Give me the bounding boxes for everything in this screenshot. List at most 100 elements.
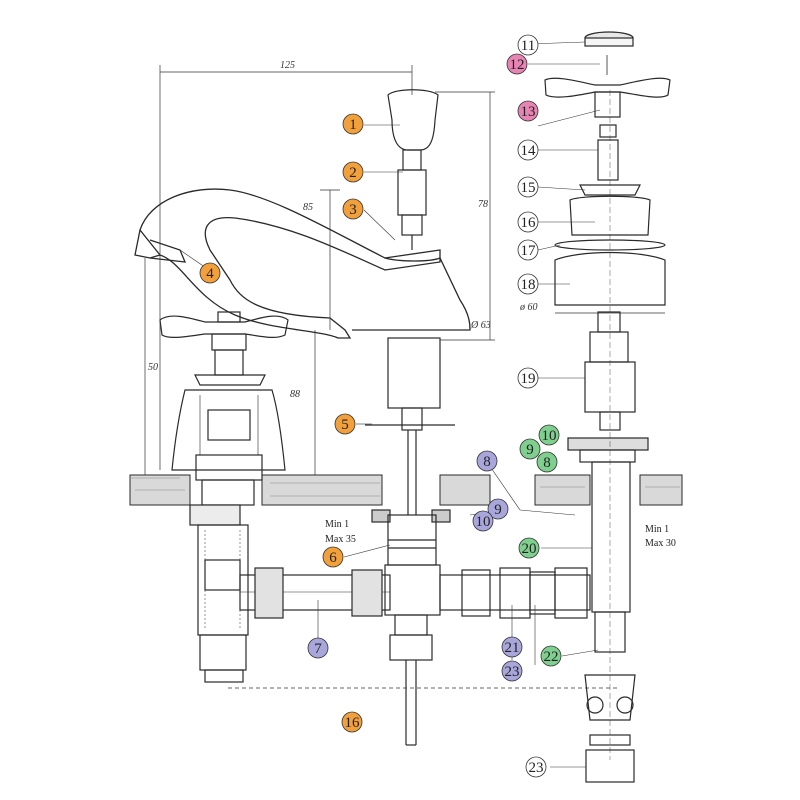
callout-circle [322, 546, 344, 568]
callout-circle [517, 100, 539, 122]
callout-circle [538, 424, 560, 446]
callout-circle [525, 756, 547, 778]
callout-number: 4 [206, 266, 214, 282]
callout-c7: 7 [307, 637, 329, 659]
center-lever [387, 89, 439, 250]
callout-number: 17 [521, 243, 537, 259]
callout-circle [342, 198, 364, 220]
callout-c5: 5 [334, 413, 356, 435]
dim-78: 78 [478, 199, 488, 210]
callout-circle [517, 367, 539, 389]
callout-c10b: 10 [538, 424, 560, 446]
callout-circle [476, 450, 498, 472]
dim-85: 85 [303, 202, 313, 213]
callout-c16: 16 [517, 211, 539, 233]
callout-c19: 19 [517, 367, 539, 389]
callout-c8b: 8 [536, 451, 558, 473]
callout-number: 8 [483, 454, 491, 470]
callout-number: 7 [314, 641, 322, 657]
callout-c22: 22 [540, 645, 562, 667]
callout-number: 5 [341, 417, 349, 433]
callout-number: 22 [544, 649, 559, 665]
callout-circle [517, 273, 539, 295]
dimension-labels: 125 85 78 50 88 Ø 63 ø 60 [148, 60, 538, 400]
callout-circle [518, 537, 540, 559]
callout-c14: 14 [517, 139, 539, 161]
note-max-right: Max 30 [645, 538, 676, 549]
callout-number: 15 [521, 180, 536, 196]
callout-number: 14 [521, 143, 537, 159]
callout-number: 18 [521, 277, 536, 293]
callout-c20: 20 [518, 537, 540, 559]
callout-c18: 18 [517, 273, 539, 295]
callout-number: 21 [505, 640, 520, 656]
callout-number: 20 [522, 541, 537, 557]
callout-circle [517, 211, 539, 233]
dim-125: 125 [280, 60, 295, 71]
callout-c16b: 16 [341, 711, 363, 733]
dim-50: 50 [148, 362, 158, 373]
callout-c1: 1 [342, 113, 364, 135]
callout-circle [517, 176, 539, 198]
callout-number: 19 [521, 371, 536, 387]
callout-number: 2 [349, 165, 357, 181]
connecting-pipes [239, 567, 591, 619]
callout-c8a: 8 [476, 450, 498, 472]
callout-circle [501, 660, 523, 682]
callout-number: 8 [543, 455, 551, 471]
callout-number: 13 [521, 104, 536, 120]
callout-circle [307, 637, 329, 659]
spout [134, 188, 471, 339]
callout-badges: 1234567891091081112131415161718192021222… [199, 34, 562, 778]
dimension-lines [144, 65, 665, 689]
callout-c23a: 23 [501, 660, 523, 682]
callout-number: 12 [510, 57, 525, 73]
callout-circle [519, 438, 541, 460]
note-min-right: Min 1 [645, 524, 669, 535]
callout-circle [342, 161, 364, 183]
callout-c4: 4 [199, 262, 221, 284]
note-min-left: Min 1 [325, 519, 349, 530]
callout-circle [341, 711, 363, 733]
callout-circle [506, 53, 528, 75]
callout-c3: 3 [342, 198, 364, 220]
callout-number: 16 [521, 215, 537, 231]
dim-dia-60: ø 60 [519, 302, 538, 313]
left-valve [159, 311, 289, 683]
callout-circle [517, 239, 539, 261]
callout-circle [472, 510, 494, 532]
callout-circle [517, 34, 539, 56]
callout-number: 3 [349, 202, 357, 218]
countertop [129, 474, 683, 506]
callout-number: 16 [345, 715, 361, 731]
center-body [365, 337, 455, 746]
callout-number: 1 [349, 117, 357, 133]
mounting-notes: Min 1 Max 35 Min 1 Max 30 [325, 519, 676, 549]
callout-c9b: 9 [519, 438, 541, 460]
callout-circle [199, 262, 221, 284]
callout-c9a: 9 [487, 498, 509, 520]
callout-number: 23 [505, 664, 520, 680]
callout-circle [501, 636, 523, 658]
callout-circle [334, 413, 356, 435]
callout-circle [517, 139, 539, 161]
dim-dia-63: Ø 63 [470, 320, 491, 331]
callout-c11: 11 [517, 34, 539, 56]
dim-88: 88 [290, 389, 300, 400]
callout-circle [342, 113, 364, 135]
callout-number: 11 [521, 38, 535, 54]
callout-circle [487, 498, 509, 520]
callout-c21: 21 [501, 636, 523, 658]
callout-number: 23 [529, 760, 544, 776]
callout-number: 9 [526, 442, 534, 458]
callout-c10a: 10 [472, 510, 494, 532]
callout-number: 10 [542, 428, 557, 444]
callout-c17: 17 [517, 239, 539, 261]
callout-number: 9 [494, 502, 502, 518]
callout-number: 10 [476, 514, 491, 530]
callout-c12: 12 [506, 53, 528, 75]
callout-c2: 2 [342, 161, 364, 183]
callout-circle [536, 451, 558, 473]
callout-c15: 15 [517, 176, 539, 198]
